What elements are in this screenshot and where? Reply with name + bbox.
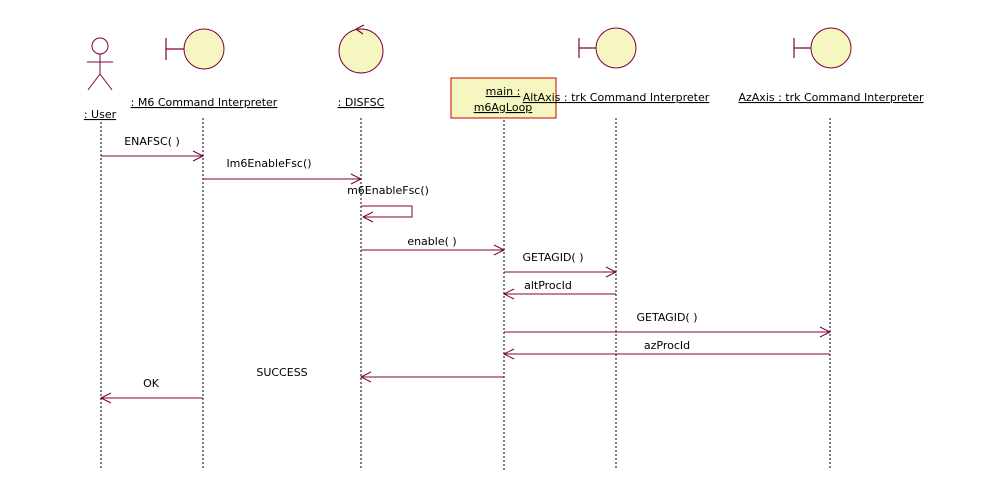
m6-interpreter-boundary-icon[interactable] [165, 28, 225, 70]
message-azprocid[interactable]: azProcId [502, 339, 830, 360]
message-enafsc[interactable]: ENAFSC( ) [101, 135, 205, 162]
message-getagid-alt[interactable]: GETAGID( ) [504, 251, 618, 278]
message-label: m6EnableFsc() [347, 184, 429, 197]
message-enable[interactable]: enable( ) [361, 235, 506, 256]
message-label: azProcId [644, 339, 690, 352]
message-ok[interactable]: OK [99, 377, 203, 404]
message-label: altProcId [524, 279, 572, 292]
message-label: SUCCESS [256, 366, 307, 379]
message-altprocid[interactable]: altProcId [502, 279, 616, 300]
message-success[interactable]: SUCCESS [256, 366, 504, 383]
lifeline-label-m6ci: : M6 Command Interpreter [131, 96, 278, 109]
message-label: OK [143, 377, 160, 390]
altaxis-boundary-icon[interactable] [578, 27, 637, 69]
lifeline-label-az: AzAxis : trk Command Interpreter [738, 91, 923, 104]
main-object-line1: main : [486, 85, 521, 98]
message-im6enablefsc[interactable]: Im6EnableFsc() [203, 157, 363, 185]
message-getagid-az[interactable]: GETAGID( ) [504, 311, 832, 338]
lifeline-label-alt: AltAxis : trk Command Interpreter [523, 91, 710, 104]
message-m6enablefsc-self[interactable]: m6EnableFsc() [347, 184, 429, 223]
lifeline-label-disfsc: : DISFSC [338, 96, 385, 109]
user-actor-icon[interactable] [87, 37, 113, 91]
message-label: ENAFSC( ) [124, 135, 180, 148]
message-label: GETAGID( ) [637, 311, 698, 324]
message-label: enable( ) [407, 235, 456, 248]
azaxis-boundary-icon[interactable] [793, 27, 852, 69]
message-label: GETAGID( ) [523, 251, 584, 264]
lifeline-label-user: : User [84, 108, 117, 121]
message-label: Im6EnableFsc() [226, 157, 311, 170]
main-m6agloop-object-box[interactable]: main : m6AgLoop [450, 77, 557, 119]
main-object-line2: m6AgLoop [474, 101, 533, 114]
disfsc-control-icon[interactable] [338, 24, 384, 74]
